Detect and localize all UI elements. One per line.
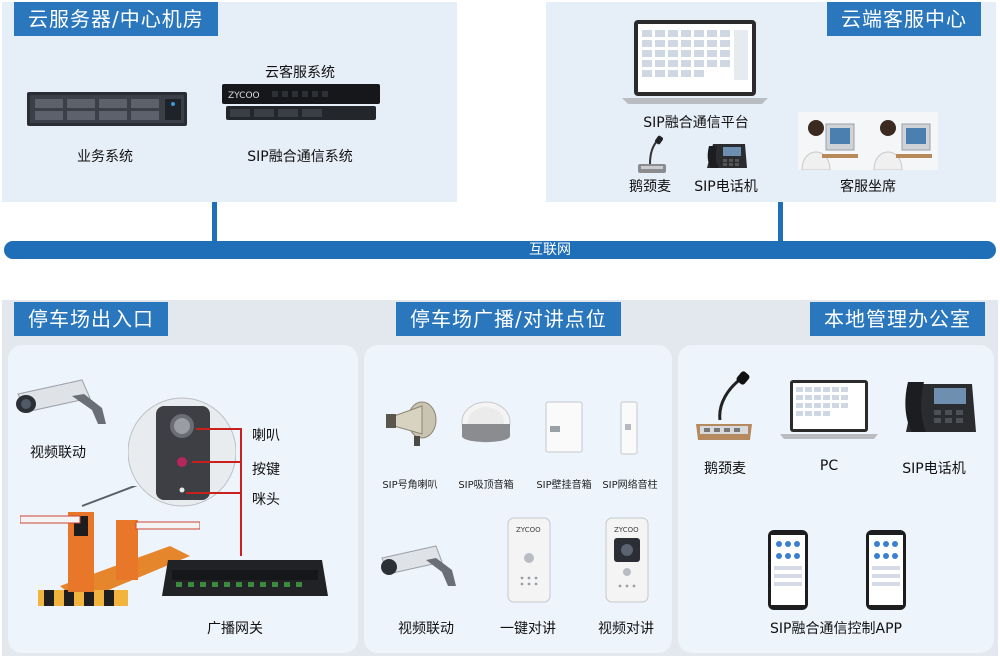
horn-speaker-label: SIP号角喇叭 xyxy=(382,480,438,491)
sip-platform-label: SIP融合通信平台 xyxy=(643,115,749,131)
internet-label: 互联网 xyxy=(529,242,571,258)
business-server-image xyxy=(27,92,187,126)
one-key-intercom-icon: ZYCOO xyxy=(506,516,552,604)
internet-bus xyxy=(4,241,996,259)
svg-text:ZYCOO: ZYCOO xyxy=(228,91,260,101)
wire-button xyxy=(192,461,242,463)
ceiling-speaker-icon xyxy=(458,400,514,450)
wire-speaker xyxy=(196,428,242,430)
connector-left xyxy=(212,202,217,244)
column-speaker-label: SIP网络音柱 xyxy=(602,480,658,491)
office-pc-label: PC xyxy=(819,458,839,474)
office-title: 本地管理办公室 xyxy=(810,302,985,336)
broadcast-video-link-label: 视频联动 xyxy=(398,621,454,637)
svg-text:ZYCOO: ZYCOO xyxy=(614,526,639,534)
office-sip-phone-icon xyxy=(902,374,978,436)
button-label: 按键 xyxy=(252,462,280,478)
column-speaker-icon xyxy=(618,400,640,456)
agent-seat-label: 客服坐席 xyxy=(840,179,896,195)
video-intercom-label: 视频对讲 xyxy=(598,621,654,637)
video-intercom-icon: ZYCOO xyxy=(604,516,650,604)
cloud-service-center-title: 云端客服中心 xyxy=(827,2,981,36)
wire-mic xyxy=(186,492,242,494)
cloud-cs-system-label: 云客服系统 xyxy=(265,65,335,81)
office-sip-phone-label: SIP电话机 xyxy=(902,461,966,477)
barrier-gate-image xyxy=(19,483,201,612)
broadcast-points-title: 停车场广播/对讲点位 xyxy=(396,302,621,336)
office-gooseneck-mic-icon xyxy=(694,370,754,442)
gooseneck-mic-icon xyxy=(632,134,672,174)
speaker-label: 喇叭 xyxy=(252,428,280,444)
sip-phone-icon xyxy=(705,138,749,172)
sip-platform-laptop-image xyxy=(620,18,770,106)
wall-speaker-label: SIP壁挂音箱 xyxy=(536,480,592,491)
camera-icon xyxy=(12,372,112,430)
wire-vertical xyxy=(240,428,242,556)
office-app-label: SIP融合通信控制APP xyxy=(770,621,902,637)
phone-app-right-icon xyxy=(864,528,908,612)
connector-right xyxy=(778,202,783,244)
sip-phone-label: SIP电话机 xyxy=(694,179,758,195)
wall-speaker-icon xyxy=(544,400,584,454)
business-system-label: 业务系统 xyxy=(77,149,133,165)
ceiling-speaker-label: SIP吸顶音箱 xyxy=(458,480,514,491)
cloud-room-title: 云服务器/中心机房 xyxy=(14,2,218,36)
one-key-intercom-label: 一键对讲 xyxy=(500,621,556,637)
broadcast-gateway-image xyxy=(162,554,328,602)
phone-app-left-icon xyxy=(766,528,810,612)
agent-seat-image xyxy=(798,112,938,171)
mic-label: 咪头 xyxy=(252,492,280,508)
sip-system-label: SIP融合通信系统 xyxy=(247,149,353,165)
entrance-title: 停车场出入口 xyxy=(14,302,168,336)
office-pc-icon xyxy=(780,378,878,440)
office-gooseneck-mic-label: 鹅颈麦 xyxy=(704,461,746,477)
sip-system-device-image: ZYCOO xyxy=(222,84,380,122)
entrance-video-link-label: 视频联动 xyxy=(30,445,86,461)
horn-speaker-icon xyxy=(384,398,440,448)
svg-text:ZYCOO: ZYCOO xyxy=(516,526,541,534)
broadcast-subpanel xyxy=(364,345,672,653)
gateway-label: 广播网关 xyxy=(207,621,263,637)
broadcast-camera-icon xyxy=(378,540,462,590)
gooseneck-mic-label: 鹅颈麦 xyxy=(629,179,671,195)
